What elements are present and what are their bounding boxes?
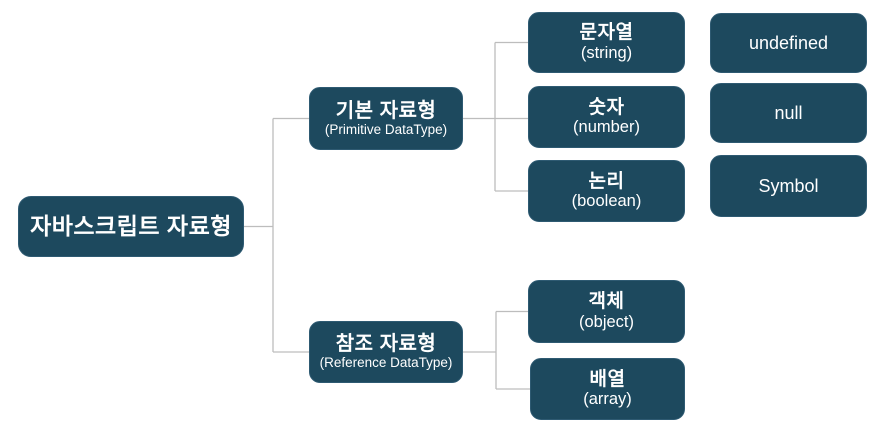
node-label: null	[774, 102, 803, 123]
node-symbol: Symbol	[710, 155, 867, 217]
node-label-en: (Primitive DataType)	[324, 121, 448, 137]
node-number: 숫자 (number)	[528, 86, 685, 148]
node-label-en: (array)	[583, 390, 632, 409]
node-primitive-datatype: 기본 자료형 (Primitive DataType)	[309, 87, 463, 150]
node-label-ko: 참조 자료형	[335, 333, 437, 356]
node-label-ko: 숫자	[588, 96, 625, 118]
node-label-ko: 기본 자료형	[335, 99, 437, 122]
node-label-ko: 문자열	[579, 22, 634, 44]
node-string: 문자열 (string)	[528, 12, 685, 73]
node-label: Symbol	[758, 175, 819, 196]
node-label-ko: 배열	[589, 368, 626, 390]
node-label-ko: 객체	[588, 291, 625, 313]
node-label: undefined	[748, 32, 829, 53]
node-label-en: (Reference DataType)	[319, 355, 453, 371]
node-label: 자바스크립트 자료형	[30, 212, 232, 239]
node-null: null	[710, 83, 867, 143]
node-label-en: (number)	[573, 118, 640, 137]
node-boolean: 논리 (boolean)	[528, 160, 685, 222]
node-object: 객체 (object)	[528, 280, 685, 343]
node-label-en: (object)	[578, 312, 635, 331]
node-label-en: (string)	[580, 43, 633, 62]
node-reference-datatype: 참조 자료형 (Reference DataType)	[309, 321, 463, 383]
node-undefined: undefined	[710, 13, 867, 73]
node-label-ko: 논리	[588, 170, 625, 192]
node-root-javascript-datatype: 자바스크립트 자료형	[18, 196, 244, 257]
node-array: 배열 (array)	[530, 358, 685, 420]
node-label-en: (boolean)	[571, 192, 642, 211]
